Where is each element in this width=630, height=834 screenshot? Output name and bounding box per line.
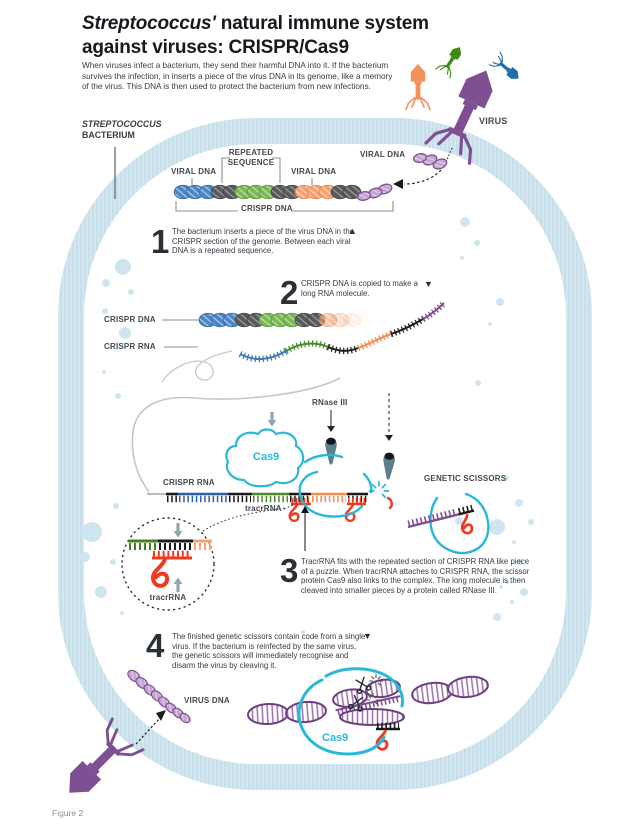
title-line1: natural immune system	[215, 13, 429, 34]
bacterium-label: STREPTOCOCCUS BACTERIUM	[82, 119, 162, 140]
virus-dna-label: VIRUS DNA	[184, 696, 230, 705]
step2-number: 2	[280, 274, 299, 311]
genetic-scissors-complex	[407, 492, 490, 555]
figure-caption: Figure 2	[52, 808, 84, 818]
viral-dna-label-2: VIRAL DNA	[291, 167, 337, 176]
cas9-blob-bottom	[297, 667, 404, 756]
virus-dna-helix	[247, 675, 489, 726]
label-connector-dots	[283, 504, 294, 510]
down-triangle-icon: ▼	[424, 279, 433, 289]
step1-number: 1	[151, 223, 170, 260]
cytoplasm-bubbles	[80, 217, 534, 634]
cas9-label: Cas9	[253, 451, 280, 463]
step4-text: The finished genetic scissors contain co…	[172, 632, 366, 671]
step2-crispr-rna-wave	[161, 300, 447, 383]
step1-brackets	[175, 157, 394, 212]
step3-number: 3	[280, 552, 299, 589]
zoom-connector-dots	[202, 507, 287, 532]
down-triangle-icon-2: ▼	[363, 631, 372, 641]
tracr-rna-zoom-label: tracrRNA	[149, 593, 187, 602]
crispr-rna-strand	[147, 492, 368, 503]
step2-crispr-dna-helix	[162, 312, 362, 348]
injection-dotted-arrow	[135, 710, 166, 745]
phage-blue-icon	[488, 51, 525, 86]
repeated-sequence-label: REPEATED SEQUENCE	[227, 148, 275, 167]
crispr-dna-chain	[173, 184, 362, 200]
cas9-label-2: Cas9	[322, 732, 349, 744]
genetic-scissors-label: GENETIC SCISSORS	[424, 474, 507, 483]
injected-dna-chain	[127, 669, 191, 724]
crispr-rna-label-2: CRISPR RNA	[104, 342, 156, 351]
viral-dna-label-1: VIRAL DNA	[171, 167, 217, 176]
step3-arrow	[301, 506, 309, 551]
long-rna-curve	[131, 377, 341, 493]
tracr-rna-label: tracrRNA	[245, 504, 282, 513]
cleaved-red-piece	[386, 496, 393, 510]
crispr-dna-bracket-label: CRISPR DNA	[241, 204, 293, 213]
up-triangle-icon: ▲	[348, 226, 357, 236]
viral-dna-label-3: VIRAL DNA	[360, 150, 406, 159]
tracr-zoom-circle	[121, 517, 215, 611]
virus-label: VIRUS	[479, 116, 508, 126]
title-species: Streptococcus'	[82, 13, 216, 34]
crispr-dna-label-2: CRISPR DNA	[104, 315, 156, 324]
step3-text: TracrRNA fits with the repeated section …	[301, 557, 530, 596]
crispr-rna-strand-label: CRISPR RNA	[163, 478, 215, 487]
step1-text: The bacterium inserts a piece of the vir…	[172, 227, 355, 256]
rnase-label: RNase III	[312, 398, 348, 407]
step4-number: 4	[146, 627, 165, 664]
tracr-rna-2	[344, 497, 366, 523]
step2-text: CRISPR DNA is copied to make a long RNA …	[301, 279, 418, 298]
rnase-arrow	[327, 410, 335, 432]
incoming-viral-dna	[356, 147, 453, 201]
page-title: Streptococcus' natural immune system aga…	[82, 12, 429, 59]
rnase-dashed-arrow	[385, 393, 393, 441]
title-line2: against viruses: CRISPR/Cas9	[82, 36, 349, 58]
cas9-protein-cloud	[225, 428, 305, 488]
phage-green-icon	[435, 42, 468, 79]
intro-paragraph: When viruses infect a bacterium, they se…	[82, 61, 393, 92]
cleaved-dna-fragments	[332, 678, 405, 751]
phage-orange-icon	[405, 63, 431, 111]
